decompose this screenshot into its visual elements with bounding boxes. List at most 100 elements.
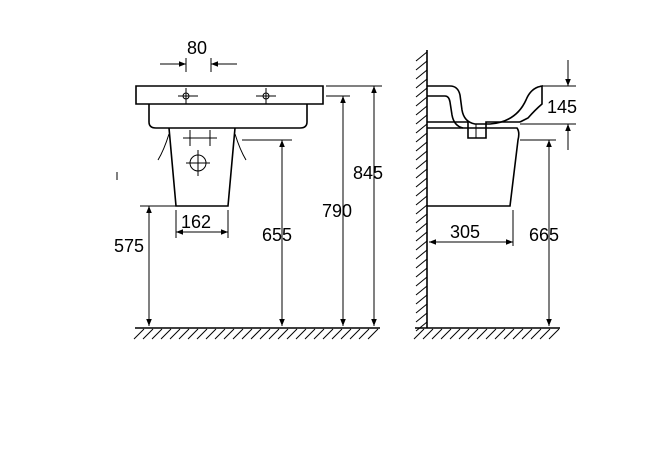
hatch-stroke xyxy=(440,328,452,340)
hatch-stroke xyxy=(358,328,370,340)
hatch-stroke xyxy=(415,240,428,251)
side-view: 145 305 665 xyxy=(413,50,577,340)
hatch-stroke xyxy=(415,258,428,269)
hatch-stroke xyxy=(277,328,289,340)
side-floor-hatch xyxy=(413,328,560,340)
hatch-stroke xyxy=(521,328,533,340)
hatch-stroke xyxy=(415,213,428,224)
hatch-stroke xyxy=(415,231,428,242)
dim-rim-height: 790 xyxy=(322,201,352,221)
hatch-stroke xyxy=(415,60,428,71)
hatch-stroke xyxy=(223,328,235,340)
tap-hole-left xyxy=(178,88,198,104)
hatch-stroke xyxy=(259,328,271,340)
waste-marker-upper xyxy=(183,130,217,146)
hatch-stroke xyxy=(485,328,497,340)
hatch-stroke xyxy=(241,328,253,340)
hatch-stroke xyxy=(169,328,181,340)
hatch-stroke xyxy=(413,328,425,340)
hatch-stroke xyxy=(449,328,461,340)
dim-pedestal-width: 162 xyxy=(181,212,211,232)
hatch-stroke xyxy=(415,96,428,107)
hatch-stroke xyxy=(331,328,343,340)
dim-pedestal-height: 575 xyxy=(114,236,144,256)
pedestal-left-edge xyxy=(157,133,170,161)
hatch-stroke xyxy=(512,328,524,340)
dim-tap-spacing: 80 xyxy=(187,38,207,58)
hatch-stroke xyxy=(415,132,428,143)
basin-inner-wall xyxy=(427,95,464,129)
hatch-stroke xyxy=(415,195,428,206)
hatch-stroke xyxy=(313,328,325,340)
front-floor-hatch xyxy=(133,328,379,340)
hatch-stroke xyxy=(415,114,428,125)
pedestal-side xyxy=(427,127,520,207)
waste-marker-lower xyxy=(186,150,210,176)
hatch-stroke xyxy=(530,328,542,340)
hatch-stroke xyxy=(286,328,298,340)
hatch-stroke xyxy=(415,150,428,161)
pedestal xyxy=(168,127,236,207)
hatch-stroke xyxy=(415,249,428,260)
basin-profile xyxy=(427,84,543,125)
tap-hole-right xyxy=(256,88,276,104)
hatch-stroke xyxy=(415,321,428,332)
hatch-stroke xyxy=(415,285,428,296)
hatch-stroke xyxy=(476,328,488,340)
hatch-stroke xyxy=(232,328,244,340)
hatch-stroke xyxy=(196,328,208,340)
wall-hatch xyxy=(415,51,428,332)
hatch-stroke xyxy=(304,328,316,340)
hatch-stroke xyxy=(133,328,145,340)
hatch-stroke xyxy=(187,328,199,340)
hatch-stroke xyxy=(340,328,352,340)
hatch-stroke xyxy=(415,294,428,305)
hatch-stroke xyxy=(178,328,190,340)
hatch-stroke xyxy=(142,328,154,340)
hatch-stroke xyxy=(467,328,479,340)
hatch-stroke xyxy=(205,328,217,340)
hatch-stroke xyxy=(548,328,560,340)
dim-side-basin-height: 665 xyxy=(529,225,559,245)
hatch-stroke xyxy=(458,328,470,340)
hatch-stroke xyxy=(415,69,428,80)
front-view: 80 162 575 655 790 845 xyxy=(114,38,383,340)
basin-top xyxy=(135,85,324,105)
hatch-stroke xyxy=(415,267,428,278)
hatch-stroke xyxy=(415,222,428,233)
hatch-stroke xyxy=(431,328,443,340)
hatch-stroke xyxy=(494,328,506,340)
hatch-stroke xyxy=(415,303,428,314)
hatch-stroke xyxy=(415,204,428,215)
hatch-stroke xyxy=(214,328,226,340)
hatch-stroke xyxy=(415,159,428,170)
hatch-stroke xyxy=(415,87,428,98)
hatch-stroke xyxy=(322,328,334,340)
hatch-stroke xyxy=(250,328,262,340)
hatch-stroke xyxy=(295,328,307,340)
basin-bowl xyxy=(148,104,308,129)
hatch-stroke xyxy=(422,328,434,340)
hatch-stroke xyxy=(415,51,428,62)
hatch-stroke xyxy=(415,123,428,134)
hatch-stroke xyxy=(415,276,428,287)
hatch-stroke xyxy=(160,328,172,340)
hatch-stroke xyxy=(415,186,428,197)
hatch-stroke xyxy=(415,177,428,188)
dim-basin-depth: 145 xyxy=(547,97,577,117)
dim-basin-bottom-height: 655 xyxy=(262,225,292,245)
hatch-stroke xyxy=(415,78,428,89)
hatch-stroke xyxy=(415,312,428,323)
basin-bottom xyxy=(427,121,520,139)
dim-projection: 305 xyxy=(450,222,480,242)
pedestal-right-edge xyxy=(234,133,247,161)
hatch-stroke xyxy=(415,105,428,116)
hatch-stroke xyxy=(367,328,379,340)
dim-top-height: 845 xyxy=(353,163,383,183)
hatch-stroke xyxy=(415,141,428,152)
hatch-stroke xyxy=(268,328,280,340)
hatch-stroke xyxy=(539,328,551,340)
hatch-stroke xyxy=(503,328,515,340)
hatch-stroke xyxy=(349,328,361,340)
